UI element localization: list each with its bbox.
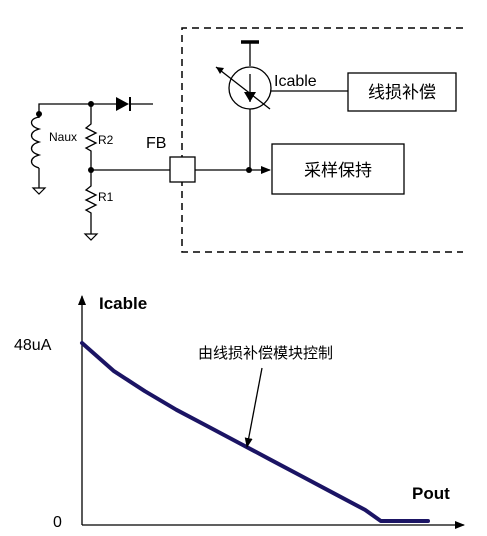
icable-source-label: Icable (274, 73, 317, 90)
x-axis-title: Pout (412, 484, 450, 503)
icable-curve (80, 341, 430, 523)
naux-label: Naux (49, 130, 77, 144)
controller-boundary (181, 27, 463, 253)
ground-icon (83, 233, 99, 241)
junction-dot (246, 167, 252, 173)
r2-label: R2 (98, 133, 114, 147)
sample-hold-box-label: 采样保持 (304, 161, 372, 181)
resistor-r2-icon (84, 104, 98, 170)
compensation-box (347, 72, 457, 112)
origin-tick-label: 0 (53, 514, 62, 531)
ground-icon (31, 187, 47, 195)
icable-vs-pout-graph: Icable Pout 48uA 0 由线损补偿模块控制 (14, 294, 465, 531)
compensation-box-label: 线损补偿 (368, 83, 436, 103)
sample-hold-box (271, 143, 405, 195)
y-max-tick-label: 48uA (14, 337, 52, 354)
r1-label: R1 (98, 190, 114, 204)
resistor-r1-icon (83, 170, 99, 241)
annotation-arrow (244, 367, 263, 448)
fb-pin (169, 156, 196, 183)
diode-icon (91, 97, 153, 111)
annotation-text: 由线损补偿模块控制 (198, 344, 333, 362)
circuit-diagram: Naux R2 R1 FB (30, 27, 463, 253)
y-axis-title: Icable (99, 294, 147, 313)
fb-label: FB (146, 135, 166, 152)
current-source-icon (215, 66, 272, 110)
inductor-naux (30, 103, 91, 195)
